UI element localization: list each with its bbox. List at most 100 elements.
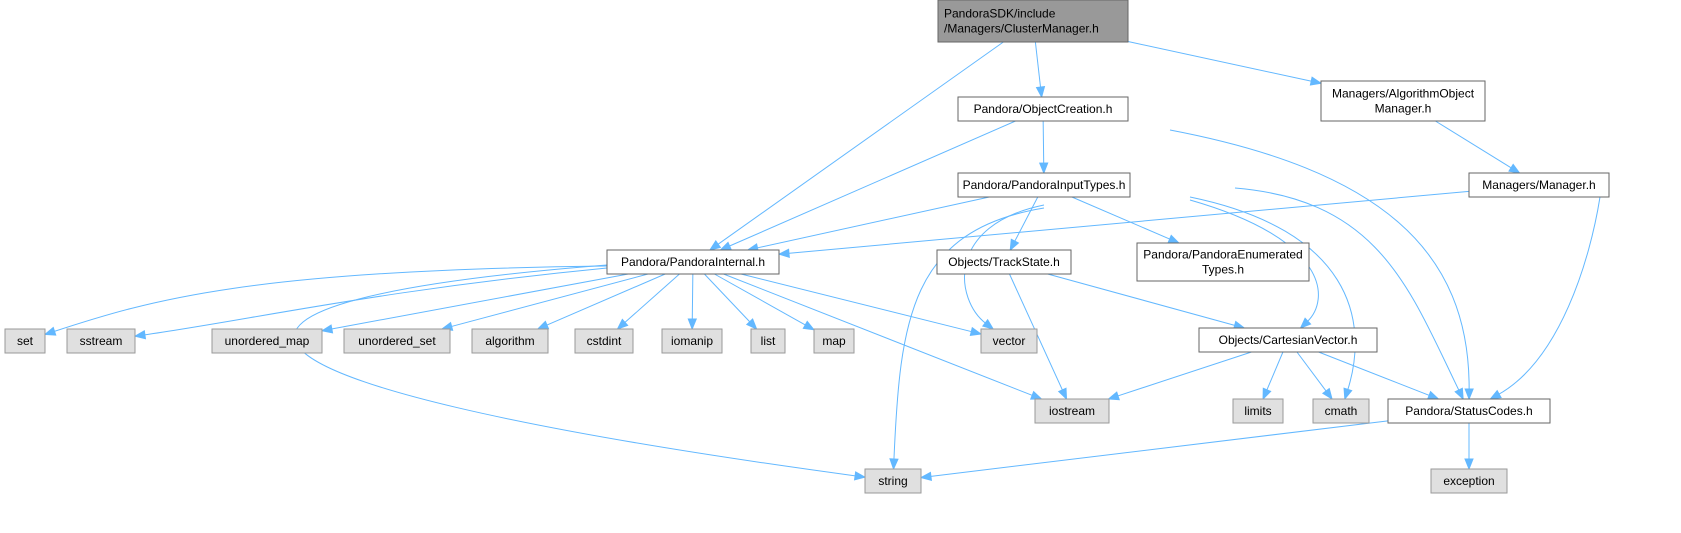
node-map: map [813,328,855,354]
node-limits: limits [1232,398,1284,424]
edge-line [691,273,694,321]
arrowhead [616,318,629,330]
node-box [211,328,323,354]
edge-line [1116,351,1252,397]
edge-objcreation-to-statuscodes [1169,129,1474,401]
node-box [864,468,922,494]
node-box [4,328,46,354]
edge-line [893,207,1045,461]
node-label: Pandora/PandoraInputTypes.h [963,178,1126,192]
edge-root-to-objcreation [1034,41,1046,99]
node-inputtypes[interactable]: Pandora/PandoraInputTypes.h [957,172,1131,198]
edge-inputtypes-to-enumtypes [1071,196,1181,244]
arrowhead [1454,387,1464,401]
node-label: unordered_map [225,334,310,348]
arrowhead [1464,388,1474,401]
node-box [936,249,1072,275]
node-exception: exception [1430,468,1508,494]
edge-cartvec-to-statuscodes [1318,351,1440,400]
arrowhead [43,326,57,336]
edge-inputtypes-to-trackstate [1009,196,1039,252]
node-cstdint: cstdint [574,328,634,354]
node-cmath: cmath [1312,398,1370,424]
node-root[interactable]: PandoraSDK/include/Managers/ClusterManag… [937,0,1129,43]
node-box [980,328,1038,354]
edge-internal-to-unordered_map [320,273,629,334]
node-statuscodes[interactable]: Pandora/StatusCodes.h [1387,398,1551,424]
edge-manager-to-internal [777,190,1470,258]
edge-statuscodes-to-string [919,420,1389,482]
edge-line [623,273,680,324]
node-box [1320,80,1486,122]
edge-line [728,120,1016,247]
edge-inputtypes-to-statuscodes [1234,187,1464,401]
node-label: vector [993,334,1026,348]
arrowhead [1309,76,1323,86]
edge-trackstate-to-cartvec [1047,273,1246,330]
edges-layer [43,41,1601,482]
edge-manager-to-statuscodes [1489,196,1601,400]
edge-internal-to-list [704,273,758,330]
arrowhead [687,318,698,331]
node-box [957,96,1129,122]
edge-line [1189,199,1319,323]
node-trackstate[interactable]: Objects/TrackState.h [936,249,1072,275]
node-box [1468,172,1610,198]
arrowhead [536,320,550,330]
edge-line [1169,129,1470,391]
node-box [957,172,1131,198]
edge-line [1498,196,1601,396]
node-sstream: sstream [66,328,136,354]
edge-line [704,273,751,323]
node-label: iostream [1049,404,1095,418]
node-box [574,328,634,354]
arrowhead [981,318,995,330]
node-box [1198,327,1378,353]
node-cartvec[interactable]: Objects/CartesianVector.h [1198,327,1378,353]
node-label: Objects/CartesianVector.h [1219,333,1358,347]
edge-line [450,273,649,328]
node-string: string [864,468,922,494]
edge-line [1034,41,1042,89]
edge-cartvec-to-limits [1262,351,1284,401]
arrowhead [1489,389,1502,400]
node-unordered_map: unordered_map [211,328,323,354]
edge-line [330,273,629,330]
edge-line [787,190,1470,254]
node-label: sstream [80,334,123,348]
node-box [1232,398,1284,424]
node-iostream: iostream [1034,398,1110,424]
edge-inputtypes-to-internal [746,196,990,253]
edge-line [723,273,1034,397]
node-list: list [750,328,786,354]
node-label: Pandora/PandoraEnumerated [1143,248,1302,262]
arrowhead [320,324,334,334]
node-label: set [17,334,34,348]
arrowhead [1035,86,1046,99]
arrowhead [745,318,758,330]
node-box [937,0,1129,43]
node-objcreation[interactable]: Pandora/ObjectCreation.h [957,96,1129,122]
arrowhead [1009,238,1020,252]
edge-line [1042,120,1045,165]
edge-line [929,420,1389,478]
node-label: exception [1443,474,1494,488]
arrowhead [1321,387,1333,401]
node-box [1387,398,1551,424]
arrowhead [708,240,722,251]
edge-internal-to-string [293,264,867,481]
node-label: cmath [1325,404,1358,418]
node-algorithm: algorithm [471,328,549,354]
node-label: unordered_set [358,334,436,348]
node-manager[interactable]: Managers/Manager.h [1468,172,1610,198]
edge-line [1071,196,1171,240]
arrowhead [969,326,983,337]
edge-inputtypes-to-string [889,207,1045,471]
node-label: map [822,334,846,348]
arrowhead [133,330,147,340]
node-box [1430,468,1508,494]
node-internal[interactable]: Pandora/PandoraInternal.h [606,249,780,275]
edge-cartvec-to-cmath [1296,351,1333,401]
